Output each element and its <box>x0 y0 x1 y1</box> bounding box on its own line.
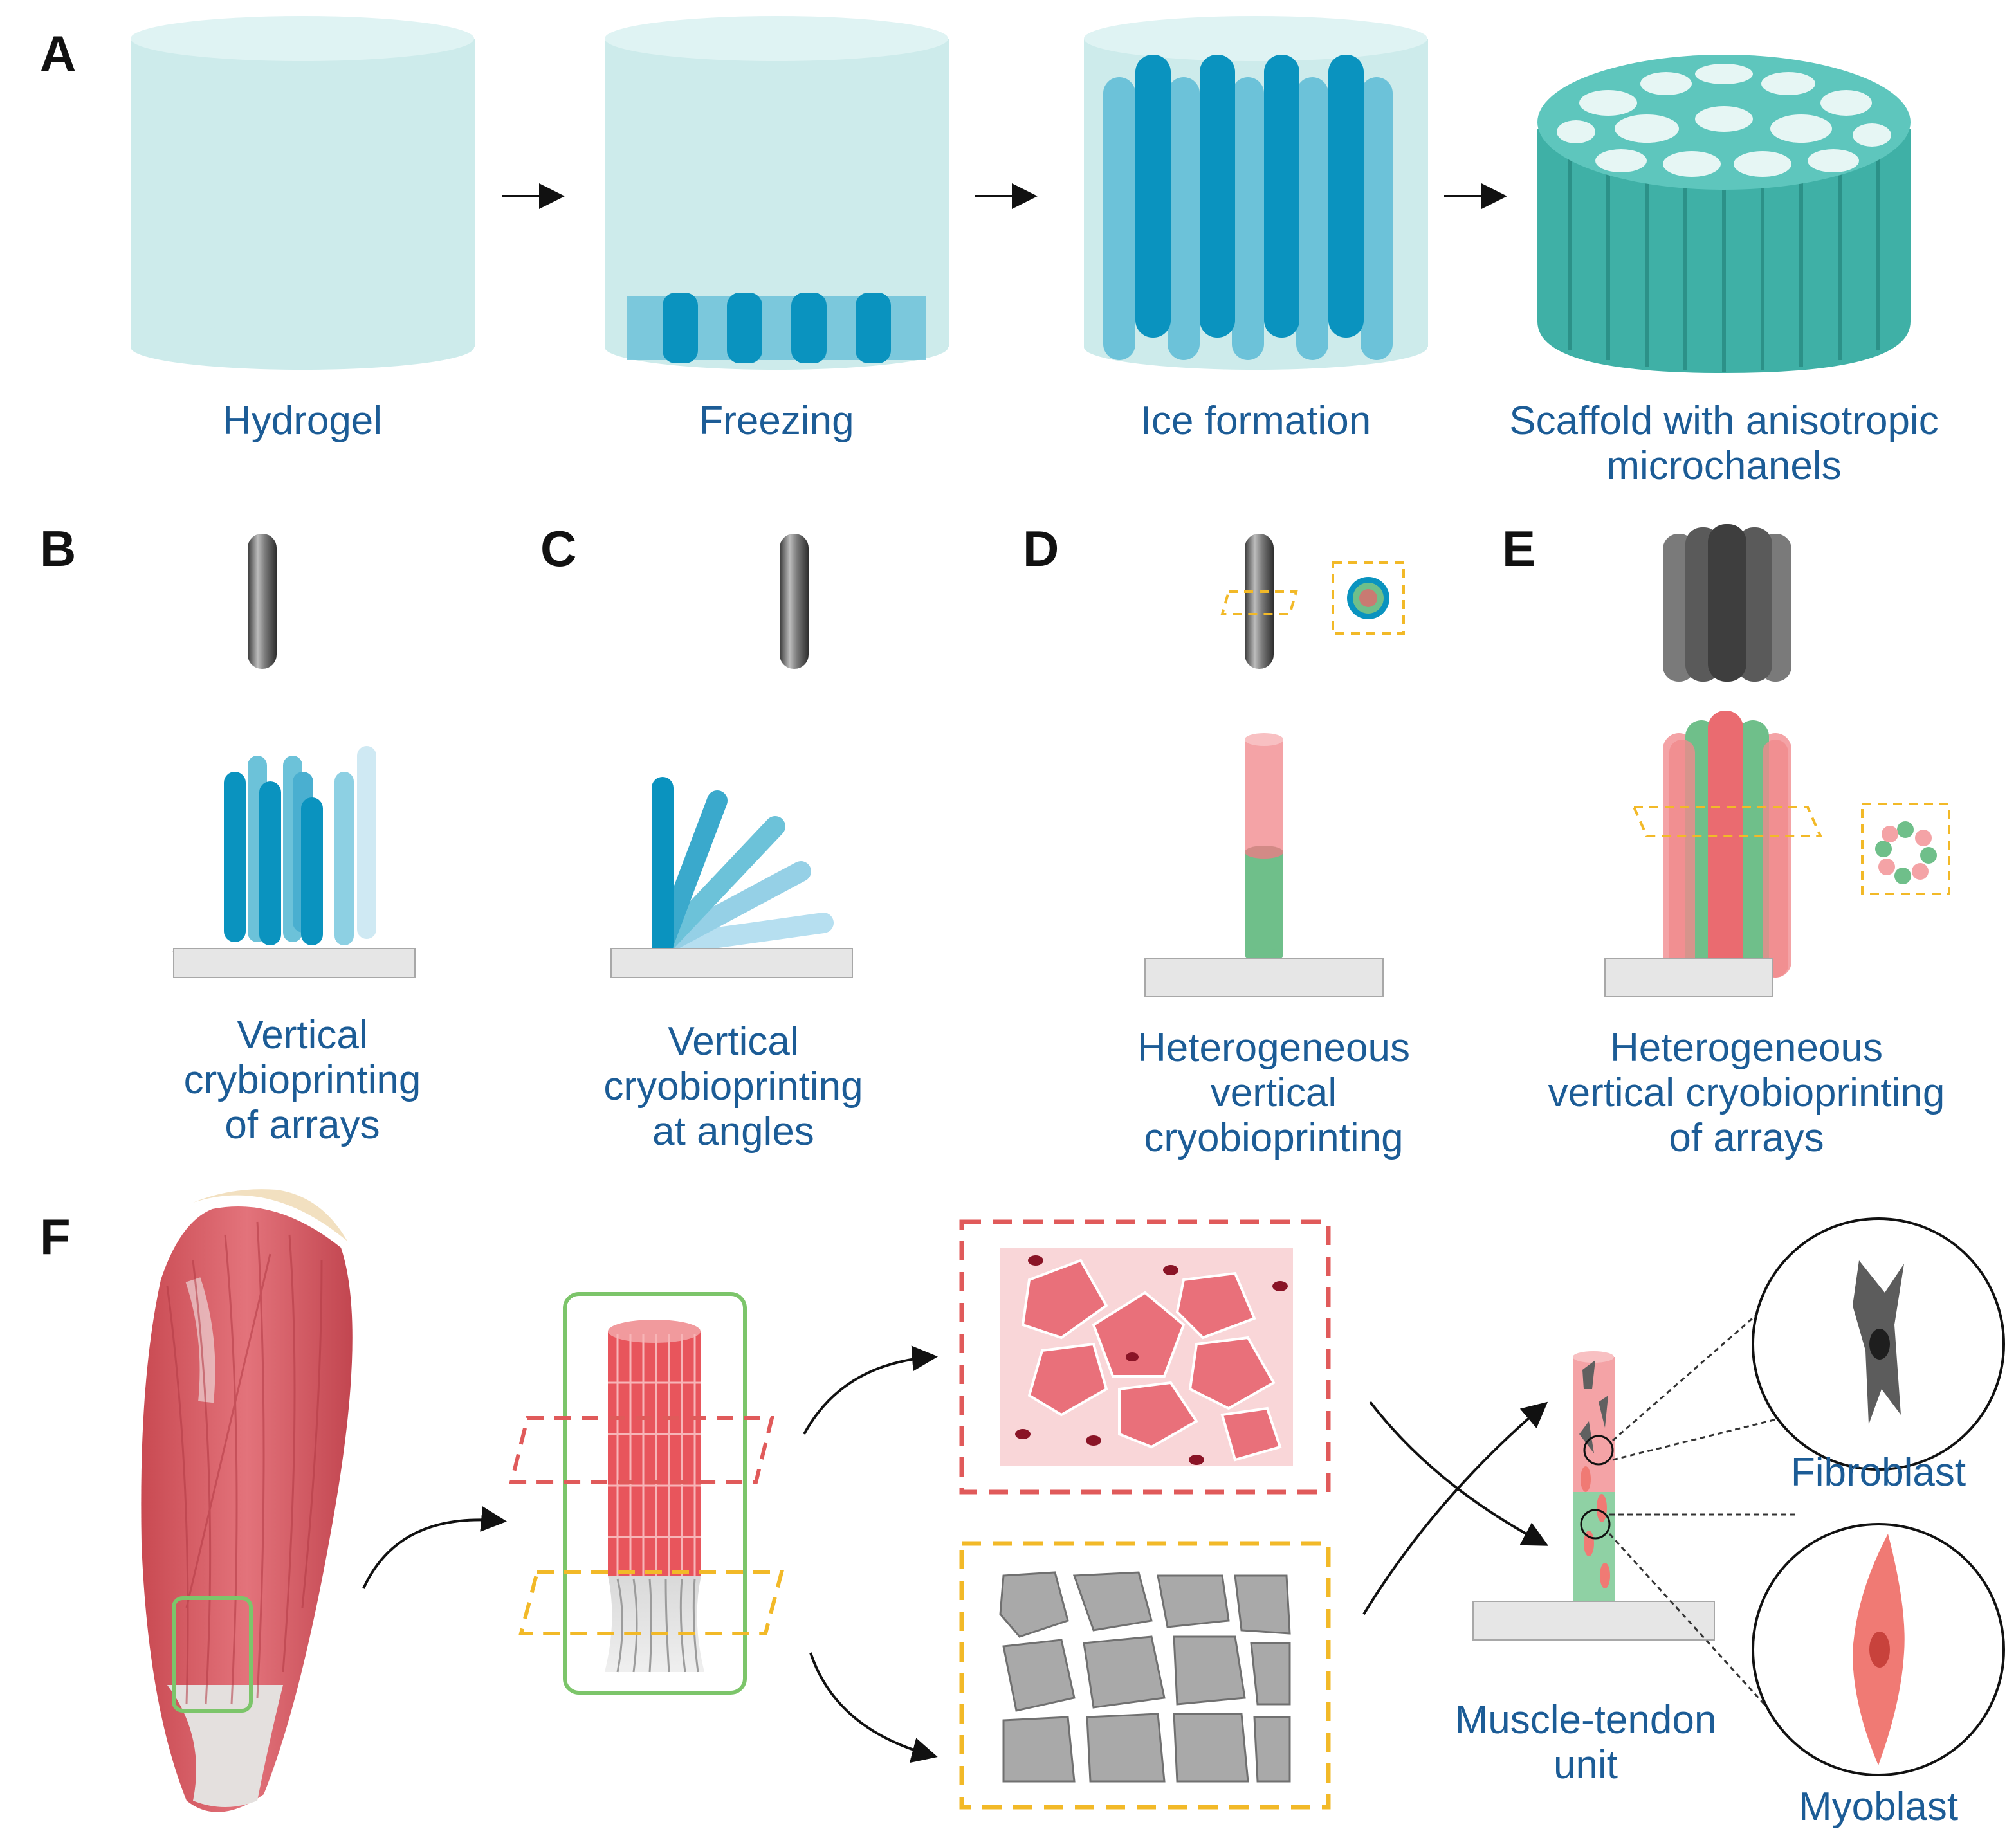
panel-b: B Vertical crybioprinting of arrays <box>40 520 421 1147</box>
print-stage-d <box>1144 958 1384 997</box>
myoblast-label: Myoblast <box>1799 1785 1958 1829</box>
tendon-cross-section-inset <box>959 1541 1331 1810</box>
myoblast-inset <box>1752 1523 2005 1776</box>
panel-label-f: F <box>40 1208 71 1265</box>
nozzle-c <box>780 534 809 669</box>
angled-filaments-c <box>652 777 834 956</box>
caption-c-line1: Vertical <box>668 1019 798 1064</box>
arrow-f3-tendon <box>1362 1401 1548 1615</box>
fibroblast-inset <box>1752 1217 2005 1471</box>
panel-d: D Heterogeneous vertical cryobioprinting <box>1023 520 1410 1160</box>
panel-label-a: A <box>40 25 76 82</box>
cross-section-inset-d <box>1332 561 1405 635</box>
hydrogel-cylinder <box>131 16 475 370</box>
panel-label-d: D <box>1023 520 1059 577</box>
printed-muscle-tendon-unit <box>1472 1291 1795 1725</box>
panel-label-c: C <box>540 520 576 577</box>
caption-scaffold-line2: microchanels <box>1606 444 1841 488</box>
caption-scaffold-line1: Scaffold with anisotropic <box>1509 399 1938 443</box>
panel-f: F <box>40 1189 2005 1829</box>
freezing-cylinder <box>605 16 949 370</box>
arrow-f2-tendon <box>809 1652 938 1763</box>
arrow-f3-muscle <box>1369 1401 1549 1546</box>
caption-e-line3: of arrays <box>1669 1116 1824 1160</box>
muscle-tendon-unit-line2: unit <box>1553 1743 1618 1787</box>
caption-b-line2: crybioprinting <box>184 1058 421 1102</box>
caption-b-line1: Vertical <box>237 1013 367 1057</box>
nozzle-d <box>1245 534 1274 669</box>
cross-section-plane-e <box>1631 806 1823 837</box>
print-stage-b <box>172 948 416 978</box>
ice-formation-cylinder <box>1084 16 1428 370</box>
caption-hydrogel: Hydrogel <box>223 399 382 443</box>
arrow-f1 <box>362 1506 507 1589</box>
muscle-section-plane <box>509 1416 774 1484</box>
thigh-muscle-illustration <box>141 1189 353 1812</box>
muscle-tendon-unit-line1: Muscle-tendon <box>1455 1698 1717 1742</box>
print-stage-c <box>610 948 853 978</box>
caption-d-line2: vertical <box>1211 1071 1337 1115</box>
panel-a: A Hydrogel Freezing Ice formation Scaffo… <box>40 16 1939 488</box>
scaffold-with-microchannels <box>1537 55 1911 373</box>
panel-c: C Vertical cryobioprinting at angles <box>540 520 863 1154</box>
printed-array-b <box>224 746 376 945</box>
nozzle-b <box>248 534 277 669</box>
caption-e-line2: vertical cryobioprinting <box>1548 1071 1945 1115</box>
caption-e-line1: Heterogeneous <box>1610 1026 1883 1070</box>
caption-d-line1: Heterogeneous <box>1137 1026 1410 1070</box>
print-stage-e <box>1604 958 1773 997</box>
cross-section-inset-e <box>1861 803 1950 895</box>
heterogeneous-array-e <box>1663 711 1791 981</box>
caption-c-line3: at angles <box>652 1109 814 1154</box>
thigh-highlight-box <box>172 1596 253 1713</box>
arrow-f2-muscle <box>803 1345 938 1435</box>
panel-e: E Heterog <box>1502 520 1950 1160</box>
multi-nozzle-e <box>1663 524 1791 682</box>
caption-d-line3: cryobioprinting <box>1144 1116 1403 1160</box>
caption-b-line3: of arrays <box>225 1103 380 1147</box>
panel-label-e: E <box>1502 520 1535 577</box>
muscle-tendon-bundle <box>509 1292 784 1695</box>
panel-label-b: B <box>40 520 76 577</box>
muscle-cross-section-inset <box>959 1219 1331 1495</box>
heterogeneous-filament-d <box>1245 733 1283 961</box>
caption-ice-formation: Ice formation <box>1141 399 1371 443</box>
fibroblast-label: Fibroblast <box>1791 1450 1966 1495</box>
tendon-section-plane <box>518 1570 784 1635</box>
bundle-highlight-box <box>563 1292 747 1695</box>
caption-c-line2: cryobioprinting <box>603 1064 863 1109</box>
caption-freezing: Freezing <box>699 399 854 443</box>
